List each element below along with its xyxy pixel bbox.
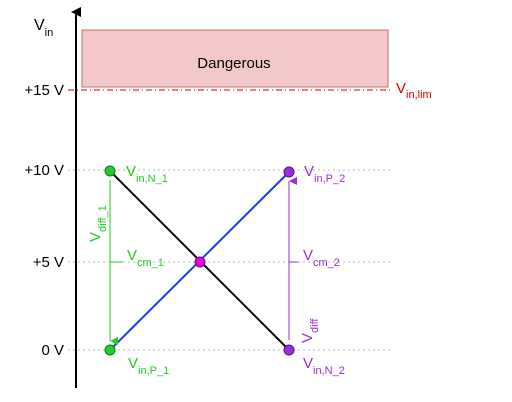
vcm-1-label: Vcm_1 [127, 247, 164, 269]
axis-title: Vin [34, 17, 53, 39]
vin-p-2-label: Vin,P_2 [304, 163, 345, 185]
vin-n-1-point [104, 165, 116, 177]
vcm-point [194, 256, 206, 268]
vin-p-2-point [283, 166, 295, 178]
dangerous-label: Dangerous [197, 55, 270, 72]
dangerous-region [81, 29, 389, 88]
vin-lim-label: Vin,lim [396, 80, 432, 101]
vin-p-1-point [104, 344, 116, 356]
tick-label-0v: 0 V [41, 342, 64, 359]
tick-label-5v: +5 V [33, 254, 64, 271]
vin-n-2-point [283, 344, 295, 356]
vcm-2-label: Vcm_2 [303, 247, 340, 269]
vdiff-label: Vdiff [299, 318, 321, 343]
vin-n-2-label: Vin,N_2 [303, 355, 345, 377]
tick-label-15v: +15 V [24, 82, 64, 99]
tick-label-10v: +10 V [24, 162, 64, 179]
vdiff-1-label: Vdiff_1 [87, 205, 109, 242]
vin-n-1-label: Vin,N_1 [126, 163, 168, 185]
vin-p-1-label: Vin,P_1 [128, 355, 169, 377]
